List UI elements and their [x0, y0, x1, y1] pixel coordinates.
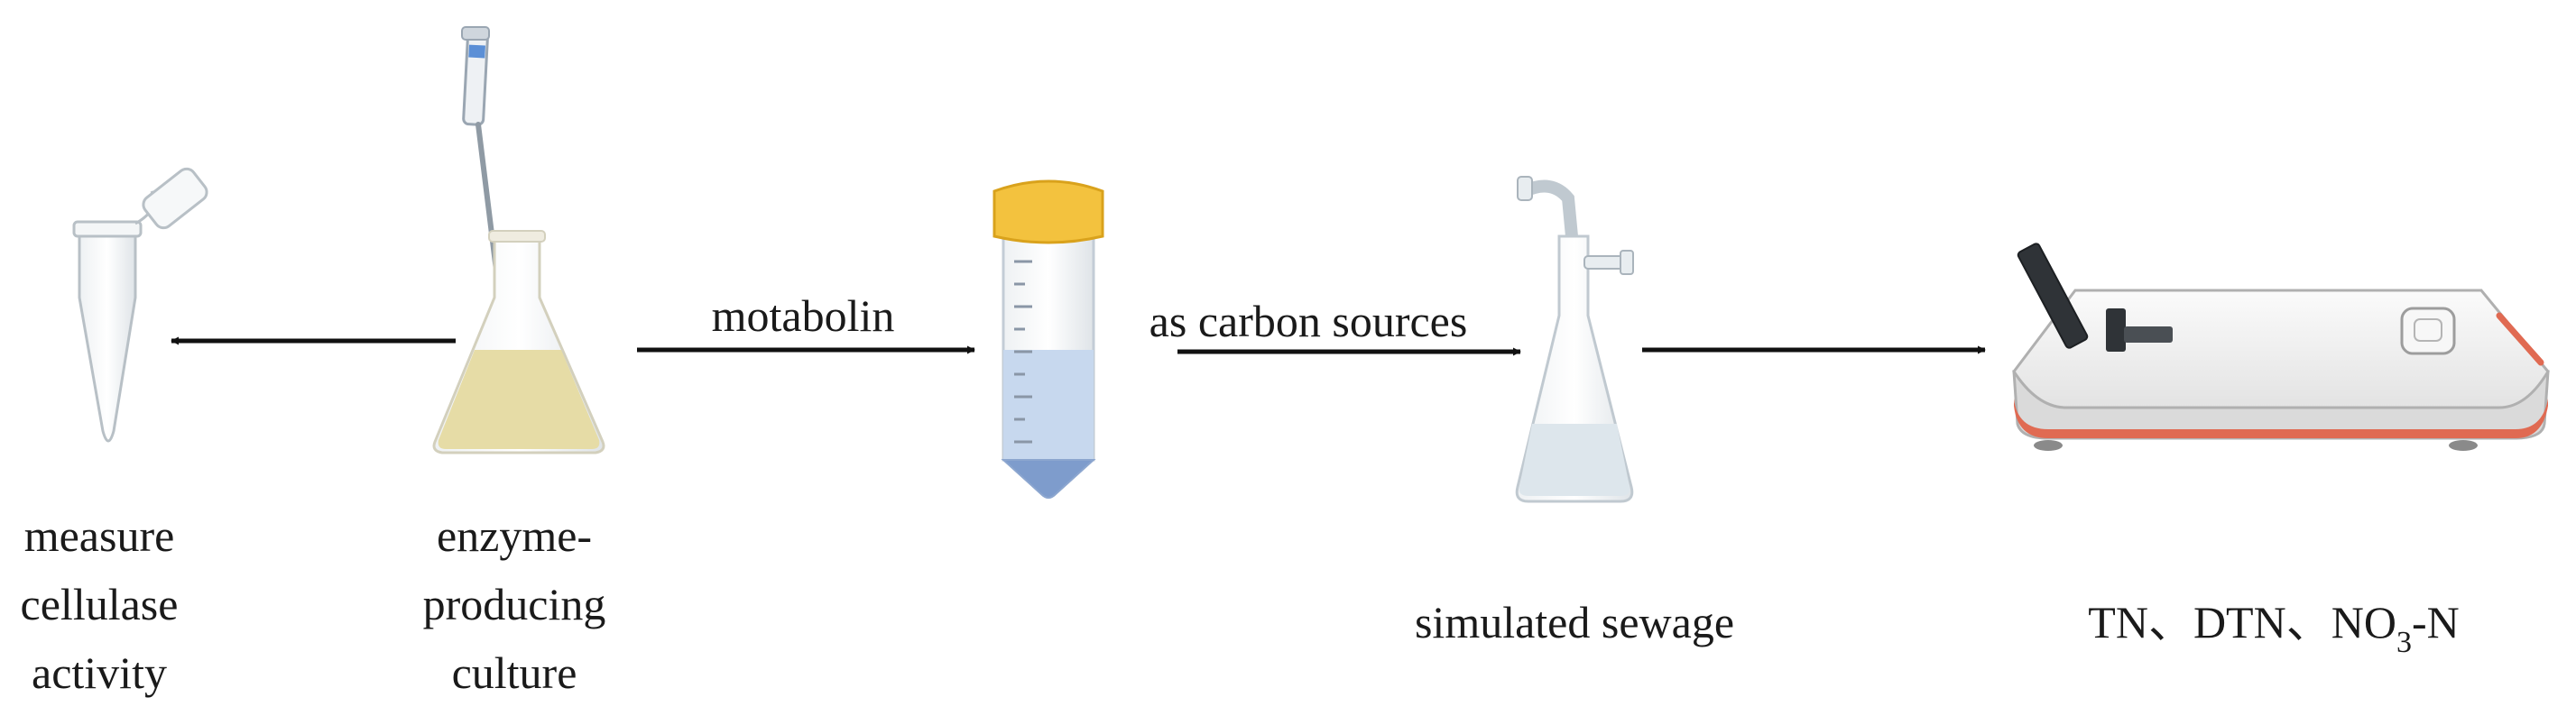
measure-cellulase-label: measure cellulase activity [20, 510, 179, 698]
suction-flask-icon [1515, 176, 1634, 503]
arrows [171, 336, 1986, 356]
carbon-sources-label: as carbon sources [1149, 296, 1468, 346]
motabolin-label: motabolin [711, 290, 895, 341]
enzyme-culture-label: enzyme- producing culture [422, 510, 606, 698]
simulated-sewage-label: simulated sewage [1414, 597, 1735, 647]
microcentrifuge-tube-icon [72, 167, 208, 443]
analyzer-instrument-icon [2012, 243, 2550, 451]
erlenmeyer-flask-icon [432, 230, 605, 454]
analytes-label: TN、DTN、NO3-N [2088, 597, 2460, 659]
centrifuge-tube-icon [993, 179, 1104, 499]
